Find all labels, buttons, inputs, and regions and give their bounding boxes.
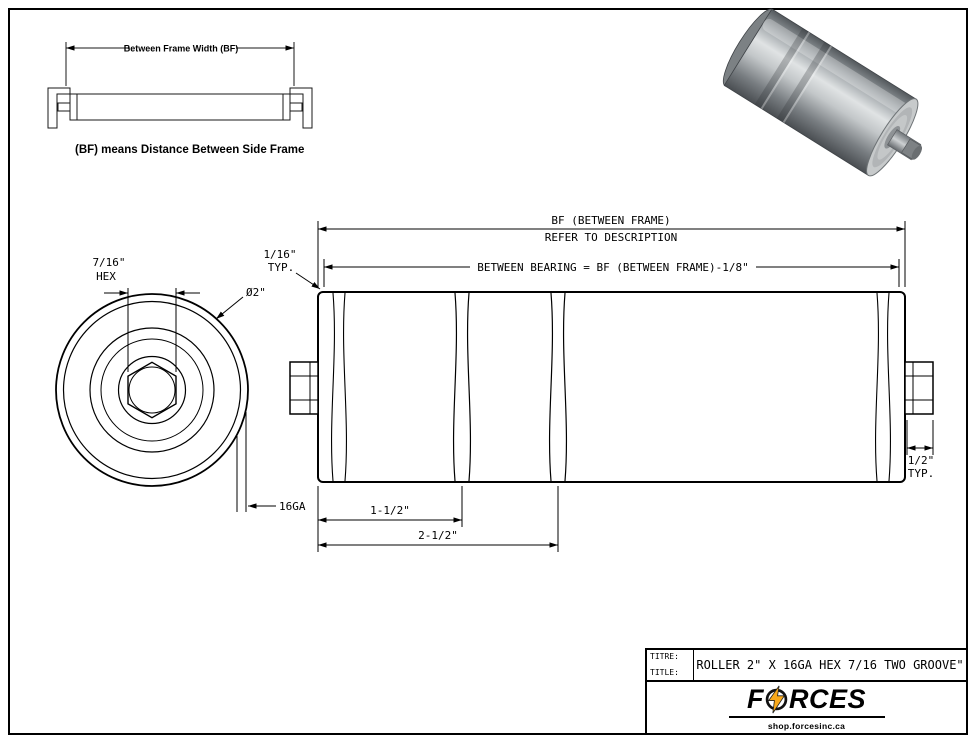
side-view bbox=[289, 291, 934, 483]
right-shaft-stub bbox=[289, 102, 303, 112]
roller-3d-highlight bbox=[762, 18, 908, 115]
logo-letters-rces: RCES bbox=[788, 684, 866, 714]
forces-logo: F RCES bbox=[747, 685, 866, 715]
roller-3d-groove1 bbox=[754, 28, 809, 109]
groove-2-lines bbox=[548, 292, 568, 482]
bf-caption: (BF) means Distance Between Side Frame bbox=[75, 144, 304, 156]
roller-tube-body bbox=[317, 291, 906, 483]
left-shaft-hex-lines bbox=[290, 362, 318, 414]
groove1-dim-text: 1-1/2" bbox=[370, 504, 410, 517]
hex-bore-circle bbox=[117, 355, 187, 425]
drawing-title: ROLLER 2" X 16GA HEX 7/16 TWO GROOVE" bbox=[696, 658, 964, 672]
end-offset-leader bbox=[295, 272, 321, 290]
roller-endcap-lines-small bbox=[76, 94, 284, 120]
diameter-leader bbox=[215, 296, 244, 320]
roller-tube-small bbox=[69, 93, 291, 121]
bearing-dim-text-mask bbox=[470, 259, 756, 275]
logo-underline bbox=[728, 715, 885, 718]
roller-3d-groove2 bbox=[776, 41, 831, 122]
hex-inner-circle bbox=[128, 366, 176, 414]
roller-3d-grooves bbox=[754, 28, 833, 123]
roller-3d-render bbox=[722, 8, 923, 177]
between-bearing-dim-text: BETWEEN BEARING = BF (BETWEEN FRAME)-1/8… bbox=[477, 261, 749, 274]
brand-area: F RCES shop.forcesinc.ca bbox=[647, 682, 966, 733]
groove-1-lines bbox=[452, 292, 472, 482]
roller-3d-shaft-end bbox=[911, 145, 923, 160]
left-endcap-crimp-lines bbox=[331, 292, 347, 482]
sheet-border bbox=[8, 8, 968, 735]
gauge-text: 16GA bbox=[279, 500, 306, 513]
title-label-fr: TITRE: bbox=[650, 652, 679, 661]
right-shaft-hex-lines bbox=[905, 362, 933, 414]
title-label-en: TITLE: bbox=[650, 668, 679, 677]
title-row: TITRE: TITLE: ROLLER 2" X 16GA HEX 7/16 … bbox=[647, 650, 966, 682]
right-hex-shaft bbox=[904, 361, 934, 415]
shaft-ext-text-line1: 1/2" bbox=[908, 454, 935, 467]
right-endcap-crimp-lines bbox=[875, 292, 891, 482]
groove2-dim-text: 2-1/2" bbox=[418, 529, 458, 542]
bf-dim-text-line2: REFER TO DESCRIPTION bbox=[545, 231, 677, 244]
hex-dim-text-line2: HEX bbox=[96, 270, 116, 283]
hex-dim-text-line1: 7/16" bbox=[92, 256, 125, 269]
bf-width-label: Between Frame Width (BF) bbox=[124, 44, 238, 54]
roller-3d-groove2-edge bbox=[782, 45, 833, 123]
end-view bbox=[55, 293, 249, 487]
bearing-circle bbox=[100, 338, 204, 442]
dimensions bbox=[104, 221, 934, 552]
logo-bolt-shape bbox=[767, 685, 786, 714]
left-hex-shaft bbox=[289, 361, 319, 415]
left-shaft-stub bbox=[57, 102, 71, 112]
title-labels: TITRE: TITLE: bbox=[647, 650, 694, 680]
lightning-bolt-icon bbox=[765, 685, 788, 714]
shaft-ext-text-line2: TYP. bbox=[908, 467, 935, 480]
brand-website: shop.forcesinc.ca bbox=[767, 720, 846, 731]
bearing-housing-circle bbox=[89, 327, 215, 453]
bf-explanation-figure bbox=[47, 42, 313, 129]
end-offset-text-line1: 1/16" bbox=[263, 248, 296, 261]
title-block: TITRE: TITLE: ROLLER 2" X 16GA HEX 7/16 … bbox=[645, 648, 966, 733]
bf-dim-text-line1: BF (BETWEEN FRAME) bbox=[551, 214, 670, 227]
roller-3d-groove1-edge bbox=[760, 31, 811, 110]
diameter-text: Ø2" bbox=[246, 286, 266, 299]
tube-inner-circle bbox=[62, 300, 242, 480]
end-offset-text-line2: TYP. bbox=[268, 261, 295, 274]
tube-outer-circle bbox=[55, 293, 249, 487]
logo-letter-f: F bbox=[746, 684, 764, 714]
hex-shaft-profile bbox=[127, 361, 177, 419]
